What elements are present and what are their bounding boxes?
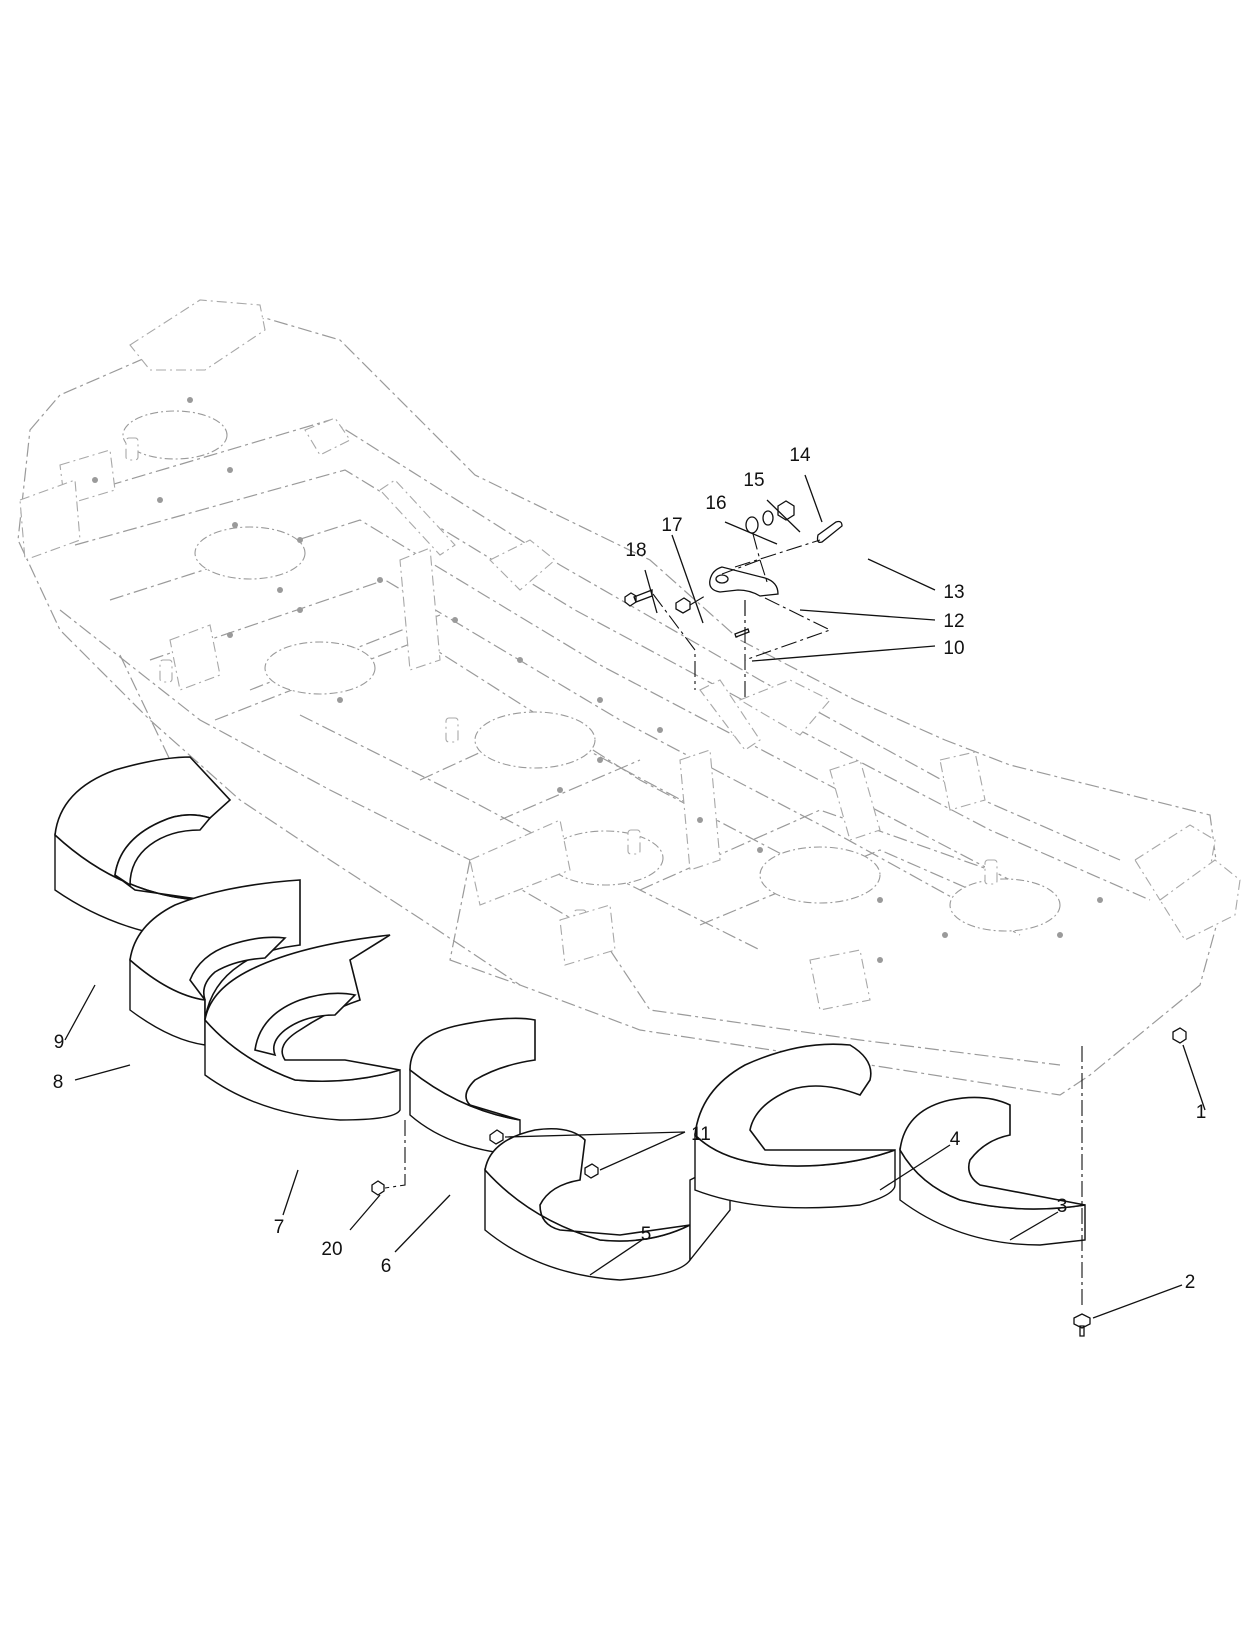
callout-7: 7 [274, 1217, 285, 1238]
bolt-part-17 [675, 597, 691, 614]
baffle-part-8 [129, 879, 301, 1046]
callout-5: 5 [641, 1224, 652, 1245]
nut-part-14 [777, 500, 795, 521]
baffle-part-5 [484, 1127, 731, 1281]
leader-20 [349, 1194, 381, 1231]
baffle-part-7 [204, 934, 401, 1121]
leader-17 [671, 534, 704, 624]
link-part-12 [709, 566, 779, 597]
callout-14: 14 [789, 445, 811, 466]
leader-lines [64, 474, 1206, 1319]
leader-14 [804, 474, 823, 523]
leader-2 [1092, 1284, 1183, 1319]
baffle-part-3 [899, 1096, 1086, 1246]
callout-12: 12 [943, 611, 964, 632]
leader-11 [504, 1131, 686, 1171]
callout-11: 11 [691, 1124, 711, 1145]
callout-17: 17 [661, 515, 682, 536]
leader-7 [282, 1169, 299, 1216]
nut-part-20 [371, 1180, 385, 1196]
baffle-part-6 [409, 1017, 536, 1156]
leader-5 [589, 1239, 643, 1276]
nut-part-1 [1172, 1027, 1187, 1044]
callout-20: 20 [321, 1239, 342, 1260]
mower-deck-phantom [17, 299, 1241, 1096]
leader-16 [724, 521, 778, 545]
bolt-part-2 [1073, 1313, 1091, 1337]
washer-part-16 [745, 516, 759, 534]
callout-labels: 1 2 3 4 5 6 7 8 9 10 11 12 13 14 15 16 1… [53, 445, 1207, 1293]
callout-4: 4 [950, 1129, 961, 1150]
leader-8 [74, 1064, 131, 1081]
pin-part-13 [816, 520, 843, 543]
leader-13 [867, 558, 936, 591]
leader-18 [644, 569, 658, 614]
callout-16: 16 [705, 493, 726, 514]
bolt-part-11b [584, 1163, 599, 1179]
washer-part-15 [762, 510, 774, 526]
lift-link-assembly [371, 500, 1187, 1337]
leader-3 [1009, 1211, 1059, 1241]
bolt-part-11a [489, 1129, 504, 1145]
callout-1: 1 [1196, 1102, 1207, 1123]
leader-6 [394, 1194, 451, 1253]
leader-10 [751, 645, 936, 662]
callout-9: 9 [54, 1032, 65, 1053]
callout-15: 15 [743, 470, 764, 491]
callout-3: 3 [1057, 1196, 1068, 1217]
leader-12 [799, 609, 936, 621]
callout-10: 10 [943, 638, 964, 659]
leader-4 [879, 1144, 951, 1191]
callout-13: 13 [943, 582, 964, 603]
cotter-part-10 [734, 628, 750, 638]
leader-9 [64, 984, 96, 1041]
callout-8: 8 [53, 1072, 64, 1093]
callout-18: 18 [625, 540, 646, 561]
leader-15 [766, 499, 801, 533]
bolt-part-18 [624, 589, 653, 607]
alignment-lines [384, 533, 1083, 1308]
callout-6: 6 [381, 1256, 392, 1277]
leader-1 [1182, 1044, 1206, 1111]
baffle-part-4 [694, 1043, 896, 1209]
callout-2: 2 [1185, 1272, 1196, 1293]
